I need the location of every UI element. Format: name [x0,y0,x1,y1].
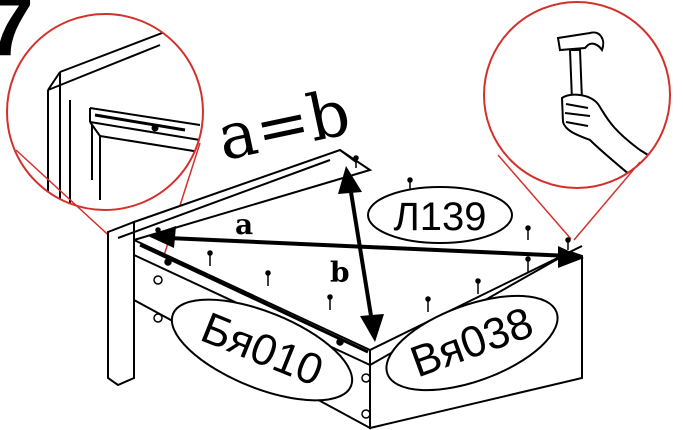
nails [155,155,571,312]
back-panel-code: Л139 [394,195,487,239]
diagonal-arrows [148,166,584,342]
hammer-detail-inset [483,1,671,241]
rail-detail-inset [6,13,204,269]
screw-holes [153,258,371,419]
step-number: 7 [0,0,34,74]
back-panel-tag: Л139 [367,186,513,244]
diagonal-a-label: a [235,208,253,241]
diagonal-b-label: b [330,256,350,289]
